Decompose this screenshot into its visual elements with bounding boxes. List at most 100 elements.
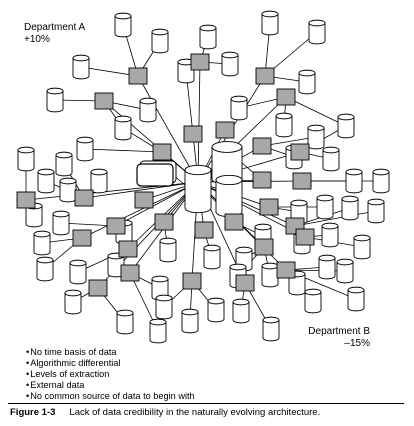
department-a-value: +10% [24,34,50,45]
database-cylinder [151,28,169,54]
database-cylinder [46,87,64,113]
connector-line [83,181,199,199]
process-box [16,191,36,209]
connector-line [197,61,201,183]
database-cylinder [139,97,157,123]
process-box [252,171,272,189]
process-box [255,67,275,85]
database-cylinder [275,112,293,138]
architecture-diagram [16,10,390,344]
connector-line [285,96,347,127]
database-cylinder [36,256,54,282]
database-cylinder [207,297,225,323]
process-box [183,125,203,143]
department-b-value: –15% [344,338,370,349]
process-box [134,191,154,209]
process-box [120,264,140,282]
issues-list: No time basis of data Algorithmic differ… [26,347,195,402]
database-cylinder [114,115,132,141]
database-cylinder [322,146,340,172]
process-box [72,229,92,247]
process-box [154,213,174,231]
process-box [224,213,244,231]
process-box [118,240,138,258]
department-a-label: Department A +10% [24,22,85,46]
database-cylinder [76,136,94,162]
caption-divider [8,403,404,404]
database-cylinder [232,298,250,324]
database-cylinder [116,309,134,335]
connector-line [137,75,199,183]
database-cylinder [221,51,239,77]
database-cylinder [337,113,355,139]
issue-item: External data [26,380,195,391]
database-cylinder [155,294,173,320]
process-box [182,272,202,290]
department-b-label: Department B –15% [300,326,370,350]
process-box [292,172,312,190]
database-cylinder [52,210,70,236]
database-cylinder [90,168,108,194]
database-cylinder [114,12,132,38]
database-cylinder [367,198,385,224]
node-layer [16,10,390,344]
database-cylinder [261,262,279,288]
database-cylinder [203,244,221,270]
process-box [88,279,108,297]
connector-line [81,181,199,239]
process-box [252,137,272,155]
database-cylinder [59,177,77,203]
figure-number: Figure 1-3 [10,407,56,418]
secondary-database [215,174,243,218]
database-cylinder [149,318,167,344]
database-cylinder [261,10,279,36]
issue-item: No time basis of data [26,347,195,358]
process-box [74,189,94,207]
database-cylinder [69,259,87,285]
connector-line [115,181,199,227]
connector-line [80,66,139,77]
database-cylinder [318,254,336,280]
database-cylinder [308,19,326,45]
database-cylinder [55,151,73,177]
connector-line [84,148,163,153]
database-cylinder [336,258,354,284]
caption-text: Lack of data credibility in the naturall… [69,407,321,418]
issue-item: No common source of data to begin with [26,391,194,402]
process-box [152,143,172,161]
issue-item: Levels of extraction [26,369,195,380]
database-cylinder [347,286,365,312]
process-box [190,53,210,71]
process-box [295,228,315,246]
process-box [235,274,255,292]
database-cylinder [345,168,363,194]
connector-line [294,210,377,227]
database-cylinder [17,146,35,172]
database-cylinder [199,24,217,50]
connector-line [197,181,296,227]
process-box [215,121,235,139]
database-cylinder [262,316,280,342]
process-box [276,88,296,106]
database-cylinder [230,95,248,121]
process-box [290,143,310,161]
issue-item: Algorithmic differential [26,358,195,369]
database-cylinder [372,168,390,194]
report-stack [136,160,177,187]
database-cylinder [353,234,371,260]
central-database [184,164,212,214]
figure-caption: Figure 1-3 Lack of data credibility in th… [10,407,320,418]
database-cylinder [181,308,199,334]
database-cylinder [298,69,316,95]
process-box [128,67,148,85]
process-box [254,238,274,256]
database-cylinder [177,58,195,84]
process-box [94,92,114,110]
database-cylinder [159,237,177,263]
department-b-name: Department B [308,326,370,337]
database-cylinder [37,168,55,194]
database-cylinder [316,194,334,220]
database-cylinder [341,195,359,221]
database-cylinder [33,230,51,256]
process-box [194,221,214,239]
